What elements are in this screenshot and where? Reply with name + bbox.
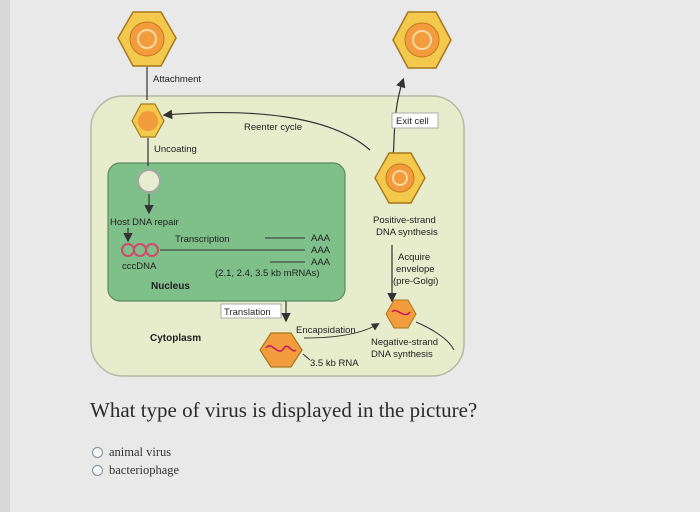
radio-bacteriophage[interactable] bbox=[92, 465, 103, 476]
nucleus bbox=[107, 162, 346, 302]
label-reenter-cycle: Reenter cycle bbox=[244, 122, 302, 133]
cccdna-icon bbox=[121, 243, 159, 257]
virion-assembled-icon bbox=[374, 152, 426, 204]
label-cccdna: cccDNA bbox=[122, 261, 157, 272]
label-attachment: Attachment bbox=[153, 74, 201, 85]
capsid-encapsidation-icon bbox=[259, 332, 303, 368]
label-aaa-3: AAA bbox=[311, 257, 331, 268]
label-cytoplasm: Cytoplasm bbox=[150, 333, 201, 344]
label-negative-strand-1: Negative-strand bbox=[371, 337, 438, 348]
label-positive-strand-2: DNA synthesis bbox=[376, 227, 438, 238]
left-sidebar-strip bbox=[0, 0, 10, 512]
label-nucleus: Nucleus bbox=[151, 281, 190, 292]
option-label: animal virus bbox=[109, 445, 172, 459]
label-encapsidation: Encapsidation bbox=[296, 325, 356, 336]
option-bacteriophage[interactable]: bacteriophage bbox=[92, 463, 179, 478]
label-translation: Translation bbox=[224, 307, 271, 318]
label-acquire-3: (pre-Golgi) bbox=[393, 276, 438, 287]
label-exit-cell: Exit cell bbox=[396, 116, 429, 127]
virion-uncoating-icon bbox=[131, 103, 165, 138]
label-uncoating: Uncoating bbox=[154, 144, 197, 155]
capsid-acquiring-icon bbox=[385, 299, 417, 329]
option-label: bacteriophage bbox=[109, 463, 180, 477]
label-acquire-1: Acquire bbox=[398, 252, 430, 263]
virion-released-icon bbox=[392, 11, 452, 69]
label-3-5kb-rna: 3.5 kb RNA bbox=[310, 358, 359, 369]
label-aaa-1: AAA bbox=[311, 233, 331, 244]
virion-attaching-icon bbox=[117, 11, 177, 67]
uncoated-genome-icon bbox=[137, 169, 161, 193]
label-aaa-2: AAA bbox=[311, 245, 331, 256]
option-animal-virus[interactable]: animal virus bbox=[92, 445, 171, 460]
label-positive-strand-1: Positive-strand bbox=[373, 215, 436, 226]
label-acquire-2: envelope bbox=[396, 264, 435, 275]
label-mrnas: (2.1, 2.4, 3.5 kb mRNAs) bbox=[215, 268, 320, 279]
radio-animal-virus[interactable] bbox=[92, 447, 103, 458]
label-host-dna-repair: Host DNA repair bbox=[110, 217, 179, 228]
label-transcription: Transcription bbox=[175, 234, 230, 245]
label-negative-strand-2: DNA synthesis bbox=[371, 349, 433, 360]
question-text: What type of virus is displayed in the p… bbox=[90, 398, 478, 422]
